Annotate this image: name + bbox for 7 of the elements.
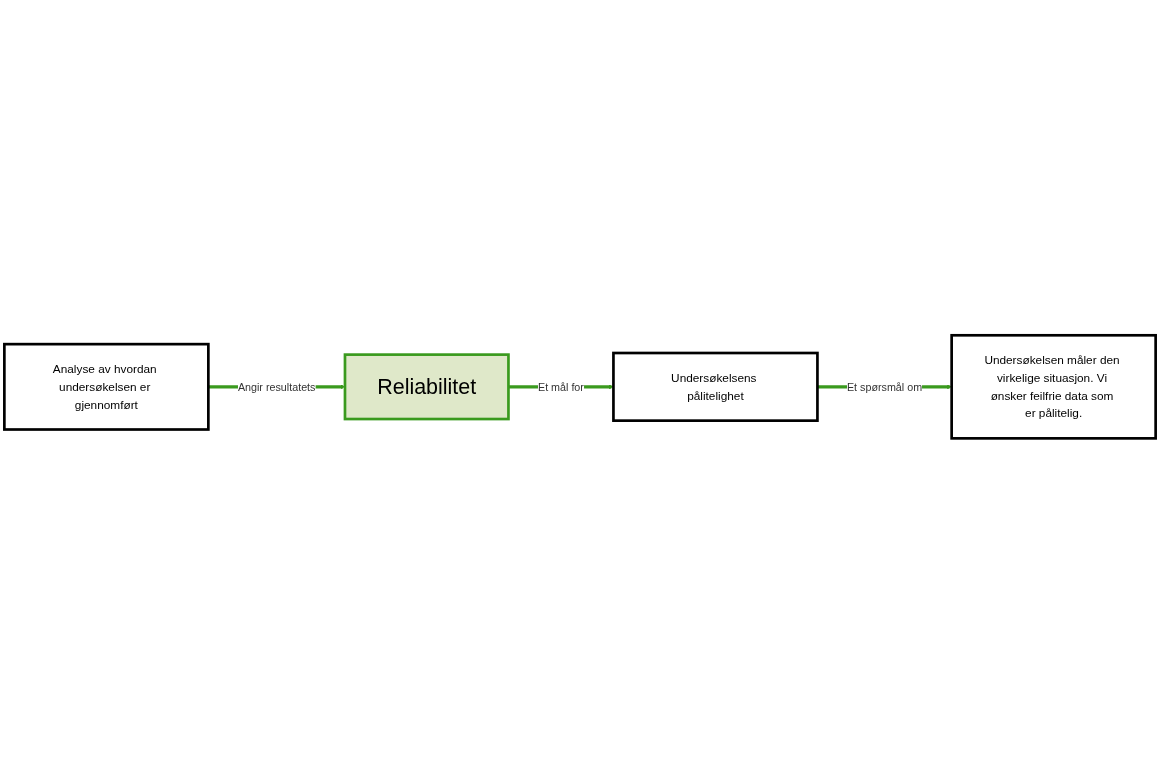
- node-box: Analyse av hvordan undersøkelsen er gjennomført: [3, 342, 210, 431]
- node-box: Undersøkelsen måler den virkelige situasjon. Vi ønsker feilfrie data som er pålitelig.: [950, 333, 1157, 440]
- edge-label: Et mål for: [537, 380, 584, 393]
- node-box: Reliabilitet: [343, 352, 510, 421]
- edge-label: Angir resultatets: [237, 380, 316, 393]
- edge-label: Et spørsmål om: [846, 380, 923, 393]
- node-box: Undersøkelsens pålitelighet: [612, 351, 819, 422]
